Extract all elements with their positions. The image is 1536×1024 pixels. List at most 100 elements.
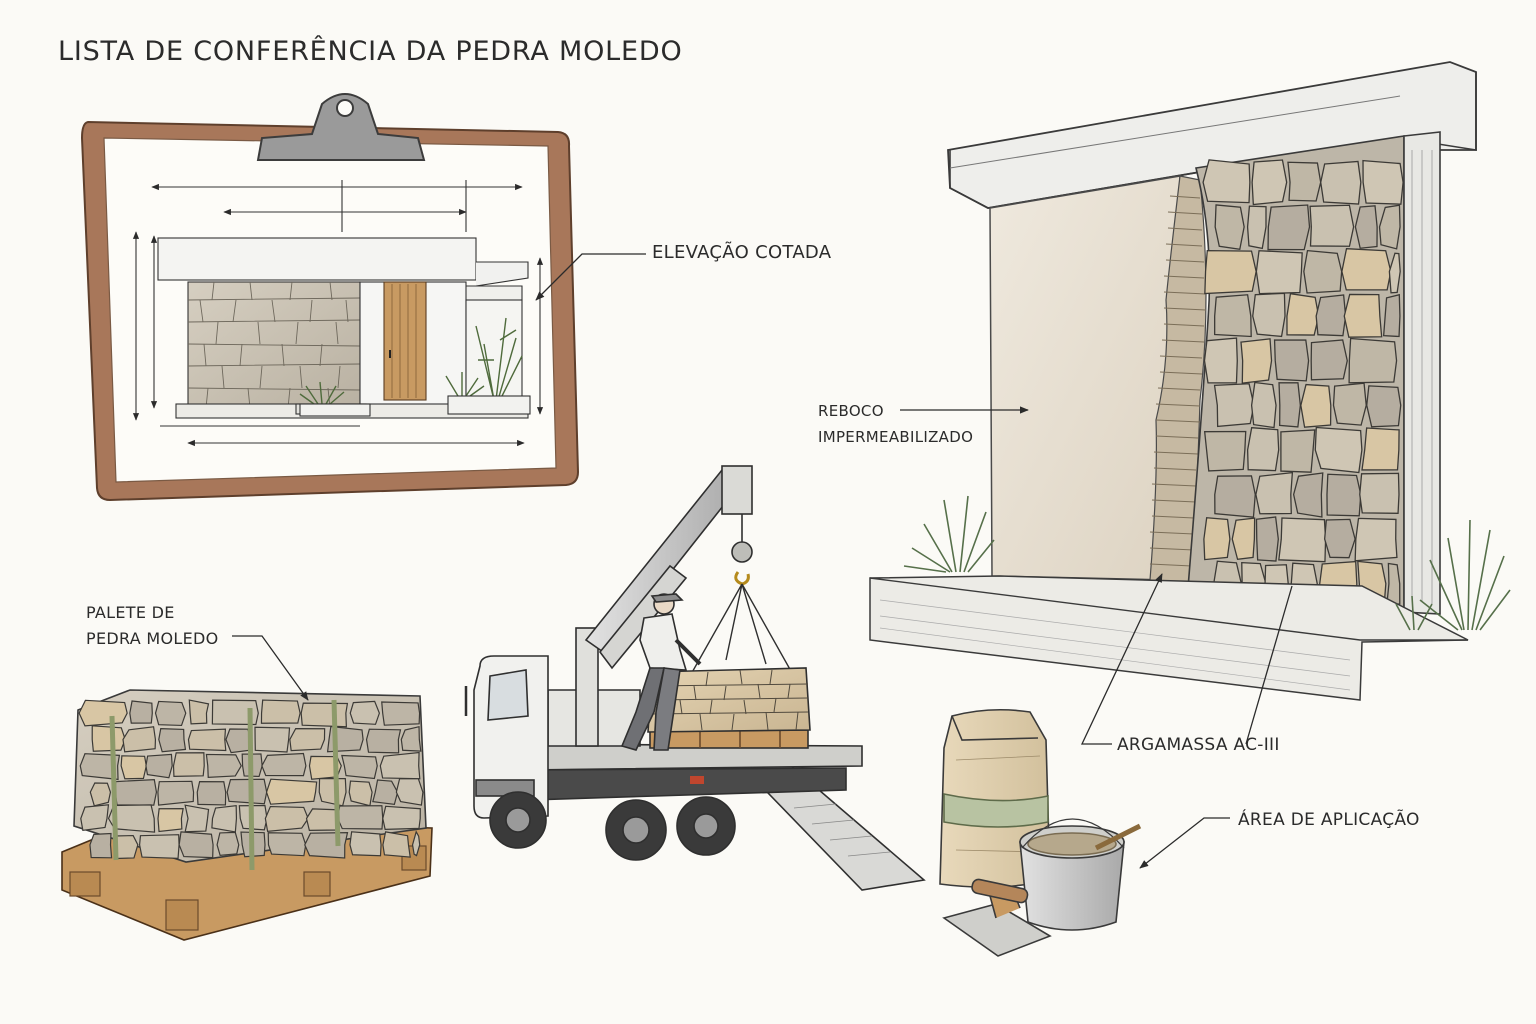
stone-block [1310,339,1348,381]
stone-block [145,753,173,779]
stone-block [129,700,153,724]
stone-block [1320,160,1362,205]
label-reboco-line2: IMPERMEABILIZADO [818,428,974,446]
stone-block [1203,430,1247,472]
stone-block [187,728,227,752]
stone-block [89,782,112,807]
stone-block [1250,381,1277,429]
stone-block [1315,294,1347,337]
stone-block [1214,294,1252,338]
stone-block [157,780,195,806]
stone-block [1388,252,1401,294]
stone-block [1359,472,1400,514]
stone-block [122,726,157,753]
leader-lines [232,253,1293,869]
elevation-drawing [132,180,544,447]
stone-block [1246,205,1267,250]
stone-block [400,725,422,752]
stone-block [89,832,113,859]
stone-block [1278,382,1302,428]
stone-block [226,778,268,805]
stone-block [1341,248,1392,291]
stone-block [158,727,187,753]
stone-block [1280,429,1316,473]
stone-block [395,778,424,806]
stone-block [1252,292,1286,338]
stone-block [216,831,240,857]
stone-block [1326,473,1362,517]
stone-block [382,831,411,858]
stone-block [1213,383,1255,428]
stone-block [114,778,158,806]
stone-block [267,832,307,857]
pallet-stones [78,699,424,860]
stone-block [1382,293,1401,338]
stone-block [372,779,399,806]
stone-block [1300,383,1332,428]
stone-block [1202,159,1251,204]
label-palete-line1: PALETE DE [86,603,175,622]
stone-block [78,699,128,727]
stone-wall-icon [869,61,1511,701]
stone-block [1354,205,1378,249]
stone-block [138,834,180,860]
stone-block [1214,475,1256,518]
stone-block [1332,382,1367,426]
stone-block [1278,517,1327,563]
stone-block [1255,516,1279,562]
stone-block [1231,517,1256,561]
stone-block [365,728,402,754]
label-reboco-line1: REBOCO [818,402,884,420]
trowel-icon [942,878,1052,957]
stone-block [205,753,242,778]
stone-block [1246,427,1280,472]
label-argamassa: ARGAMASSA AC-III [1117,735,1280,755]
stone-block [1366,385,1402,428]
stone-block [1286,292,1320,336]
stone-block [411,830,421,857]
bucket-icon [1019,818,1142,931]
stone-block [188,699,210,725]
stone-block [260,699,301,724]
stone-block [1303,249,1343,294]
wall-stones [1202,159,1404,607]
stone-block [120,755,147,780]
crane-truck-icon [464,465,926,891]
stone-block [1323,518,1356,559]
stone-block [1354,517,1398,562]
stone-block [1203,337,1238,384]
stone-block [172,752,205,777]
stone-block [379,751,421,780]
stone-block [1204,249,1257,295]
stone-block [265,778,318,805]
stone-block [157,808,184,833]
stone-block [211,699,259,726]
stone-block [184,804,210,833]
stone-block [154,700,187,727]
stone-block [300,702,349,728]
stone-block [1309,204,1355,247]
stone-block [1214,204,1245,250]
stone-block [264,805,309,833]
label-palete-pedra-moledo: PALETE DE PEDRA MOLEDO [86,600,219,652]
stone-block [1255,250,1303,295]
stone-block [341,754,378,780]
stone-block [305,808,340,831]
stone-block [1386,562,1401,606]
stone-block [337,805,384,830]
stone-block [318,777,347,807]
stone-block [1267,204,1311,251]
stone-block [1203,517,1231,561]
label-palete-line2: PEDRA MOLEDO [86,629,219,648]
stone-block [349,700,381,725]
label-reboco-impermeabilizado: REBOCO IMPERMEABILIZADO [818,398,973,450]
worker-figure [620,593,702,751]
stone-block [1251,159,1288,206]
stone-block [1314,426,1363,474]
stone-block [107,804,156,833]
stone-block [382,805,421,831]
stone-block [80,804,110,832]
stone-block [261,752,307,777]
stone-block [349,831,382,857]
